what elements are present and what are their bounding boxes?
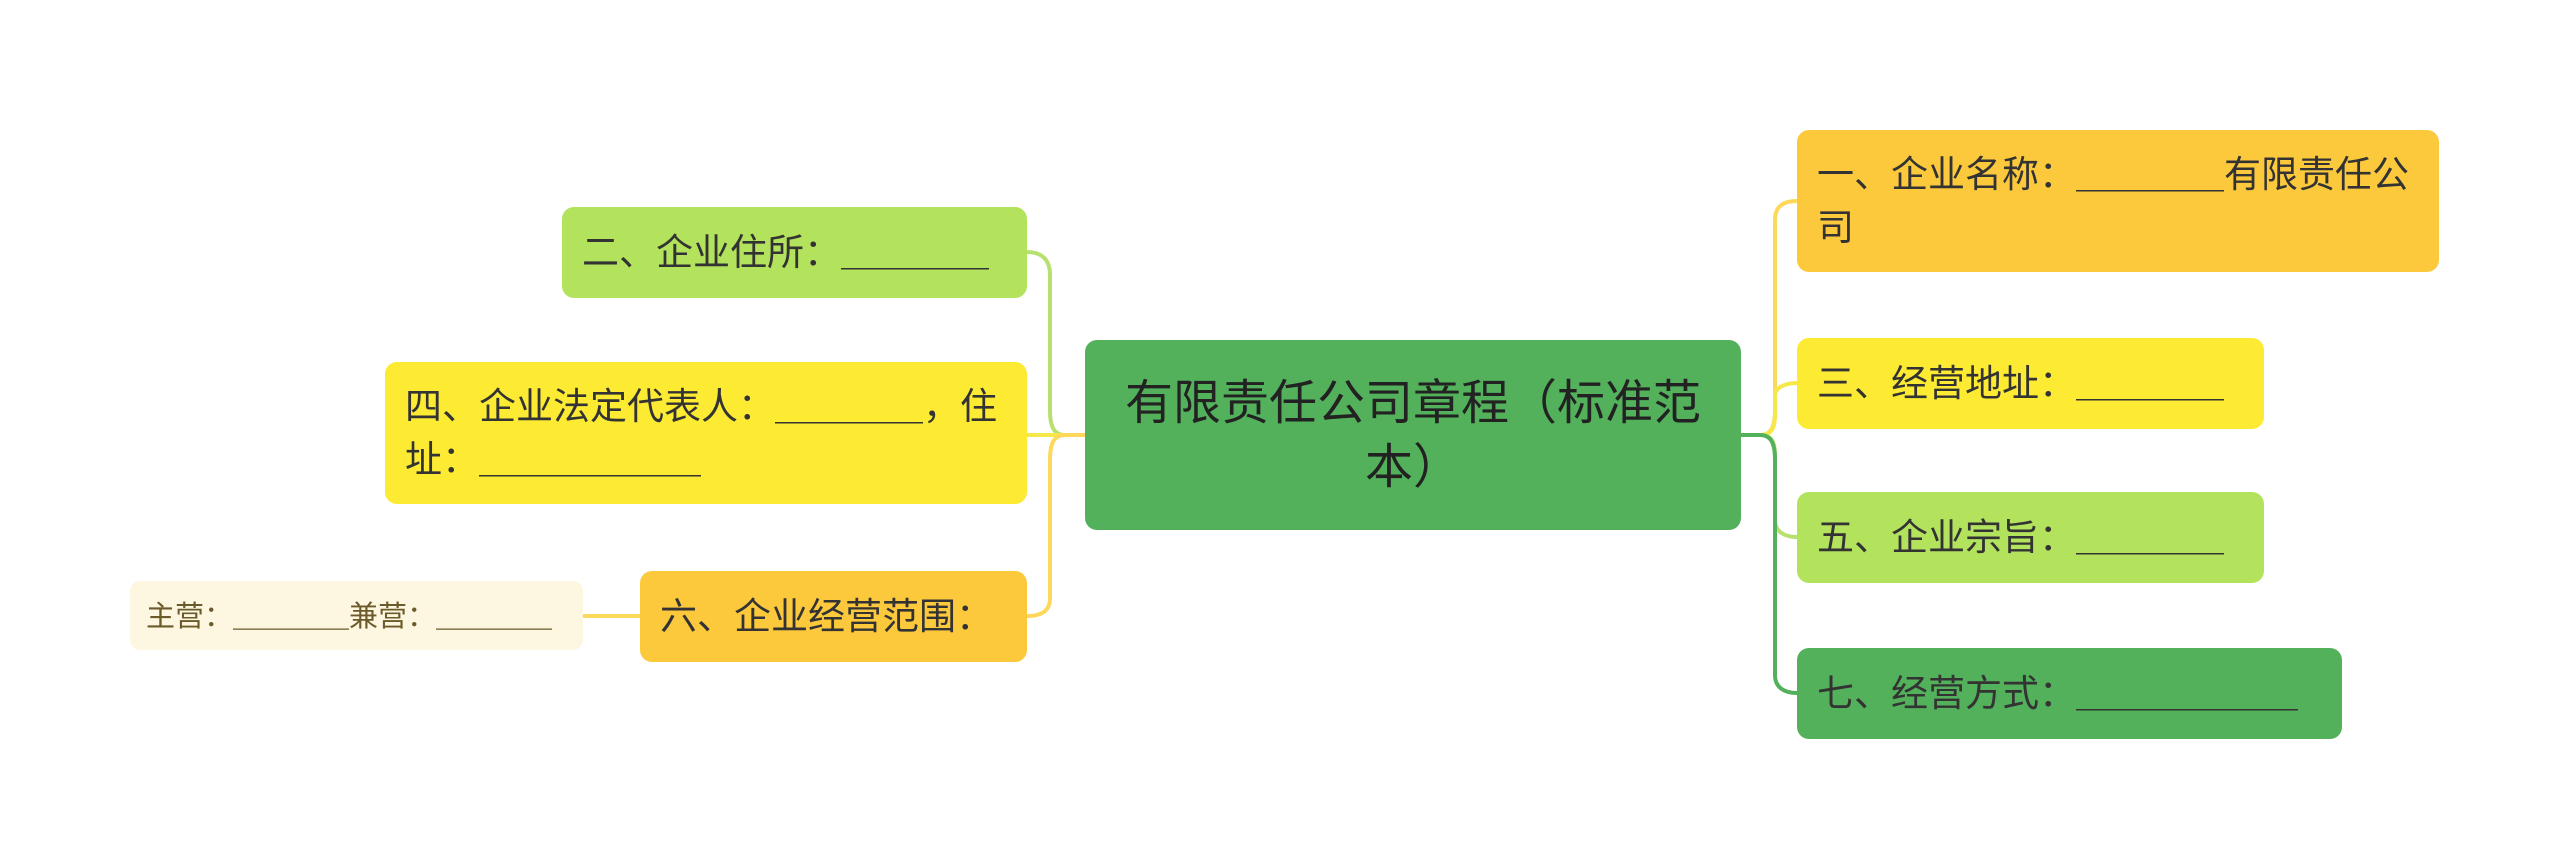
topic-enterprise-purpose[interactable]: 五、企业宗旨：＿＿＿＿ — [1797, 492, 2264, 583]
connector-right-2 — [1739, 381, 1799, 437]
topic-enterprise-name[interactable]: 一、企业名称：＿＿＿＿有限责任公司 — [1797, 130, 2439, 272]
topic-business-scope[interactable]: 六、企业经营范围： — [640, 571, 1027, 662]
connector-left-1 — [1025, 250, 1087, 437]
subtopic-main-business[interactable]: 主营：＿＿＿＿兼营：＿＿＿＿ — [130, 581, 583, 650]
topic-business-address[interactable]: 三、经营地址：＿＿＿＿ — [1797, 338, 2264, 429]
topic-business-mode[interactable]: 七、经营方式：＿＿＿＿＿＿ — [1797, 648, 2342, 739]
root-topic[interactable]: 有限责任公司章程（标准范本） — [1085, 340, 1741, 530]
topic-legal-representative[interactable]: 四、企业法定代表人：＿＿＿＿，住址：＿＿＿＿＿＿ — [385, 362, 1027, 504]
connector-right-4 — [1739, 433, 1799, 695]
topic-enterprise-domicile[interactable]: 二、企业住所：＿＿＿＿ — [562, 207, 1027, 298]
connector-left-3 — [1025, 433, 1087, 618]
connector-right-3 — [1739, 433, 1799, 539]
connector-right-1 — [1739, 199, 1799, 437]
